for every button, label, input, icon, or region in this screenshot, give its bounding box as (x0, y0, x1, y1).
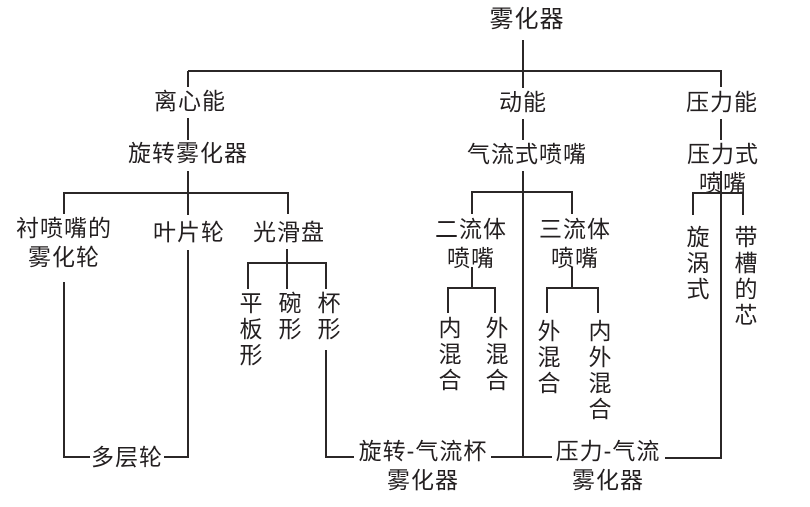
node-atomizer: 雾化器 (489, 6, 565, 33)
node-bowl-shape: 碗形 (275, 291, 301, 343)
connector-drop-external-mix-a (494, 287, 496, 313)
node-flat-plate-shape: 平板形 (236, 291, 262, 369)
connector-drop-internal-external-mix (597, 287, 599, 313)
connector-drop-smooth-disc (287, 192, 289, 214)
connector-lined-wheel-down (63, 282, 65, 458)
connector-airflow-bracket (472, 191, 573, 193)
connector-airflow-to-hybrid2 (524, 456, 552, 458)
connector-drop-two-fluid (471, 191, 473, 214)
node-grooved-core: 带槽的芯 (731, 225, 757, 329)
connector-drop-centrifugal (187, 71, 189, 87)
node-vane-wheel: 叶片轮 (153, 219, 225, 245)
connector-cup-down (325, 350, 327, 458)
connector-drop-external-mix-b (546, 287, 548, 313)
node-pressure-nozzle: 压力式喷嘴 (687, 141, 759, 196)
connector-disc-stem (286, 249, 288, 264)
node-cup-shape: 杯形 (314, 291, 340, 343)
node-centrifugal-energy: 离心能 (154, 88, 226, 114)
connector-drop-cup (325, 262, 327, 289)
connector-vane-wheel-down (187, 250, 189, 458)
connector-three-fluid-bracket (547, 287, 599, 289)
connector-airflow-spine (522, 171, 524, 458)
connector-drop-flat-plate (247, 262, 249, 289)
connector-hybrid-to-airflow (491, 456, 523, 458)
connector-two-fluid-stem (471, 267, 473, 289)
connector-multi-layer-right (164, 456, 189, 458)
node-lined-nozzle-wheel: 衬喷嘴的 雾化轮 (16, 215, 112, 270)
connector-drop-swirl (692, 192, 694, 215)
connector-drop-pressure (720, 71, 722, 87)
node-rotary-airflow-cup-atomizer: 旋转-气流杯 雾化器 (358, 438, 488, 493)
connector-cup-to-hybrid (325, 456, 354, 458)
connector-three-fluid-stem (571, 267, 573, 289)
connector-two-fluid-bracket (448, 287, 496, 289)
node-two-fluid-nozzle: 二流体 喷嘴 (435, 216, 507, 271)
node-pressure-airflow-atomizer: 压力-气流 雾化器 (555, 438, 661, 493)
node-rotary-atomizer: 旋转雾化器 (128, 140, 248, 166)
connector-root-stem (522, 40, 524, 88)
connector-kinetic-type (522, 119, 524, 140)
connector-multi-layer-left (63, 456, 90, 458)
node-smooth-disc: 光滑盘 (253, 219, 325, 245)
connector-top-bracket (188, 70, 722, 72)
node-airflow-nozzle: 气流式喷嘴 (467, 141, 587, 167)
node-kinetic-energy: 动能 (499, 89, 547, 115)
connector-drop-grooved-core (742, 192, 744, 215)
connector-pressure-bracket (693, 192, 744, 194)
node-swirl-type: 旋涡式 (683, 225, 709, 303)
node-multi-layer-wheel: 多层轮 (91, 444, 163, 470)
connector-drop-internal-mix (447, 287, 449, 313)
connector-pressure-type (720, 119, 722, 140)
node-three-fluid-nozzle: 三流体 喷嘴 (539, 216, 611, 271)
connector-hybrid2-to-pressure (665, 457, 722, 459)
connector-pressure-spine (720, 171, 722, 459)
node-pressure-energy: 压力能 (686, 89, 758, 115)
node-external-mix-three-fluid: 外混合 (534, 319, 560, 397)
node-external-mix-two-fluid: 外混合 (482, 316, 508, 394)
connector-centrifugal-type (187, 118, 189, 140)
connector-drop-three-fluid (571, 191, 573, 214)
connector-drop-bowl (286, 262, 288, 289)
connector-rotary-bracket (64, 192, 289, 194)
connector-drop-lined-wheel (63, 192, 65, 214)
node-internal-external-mix: 内外混合 (585, 319, 611, 423)
node-internal-mix: 内混合 (435, 316, 461, 394)
